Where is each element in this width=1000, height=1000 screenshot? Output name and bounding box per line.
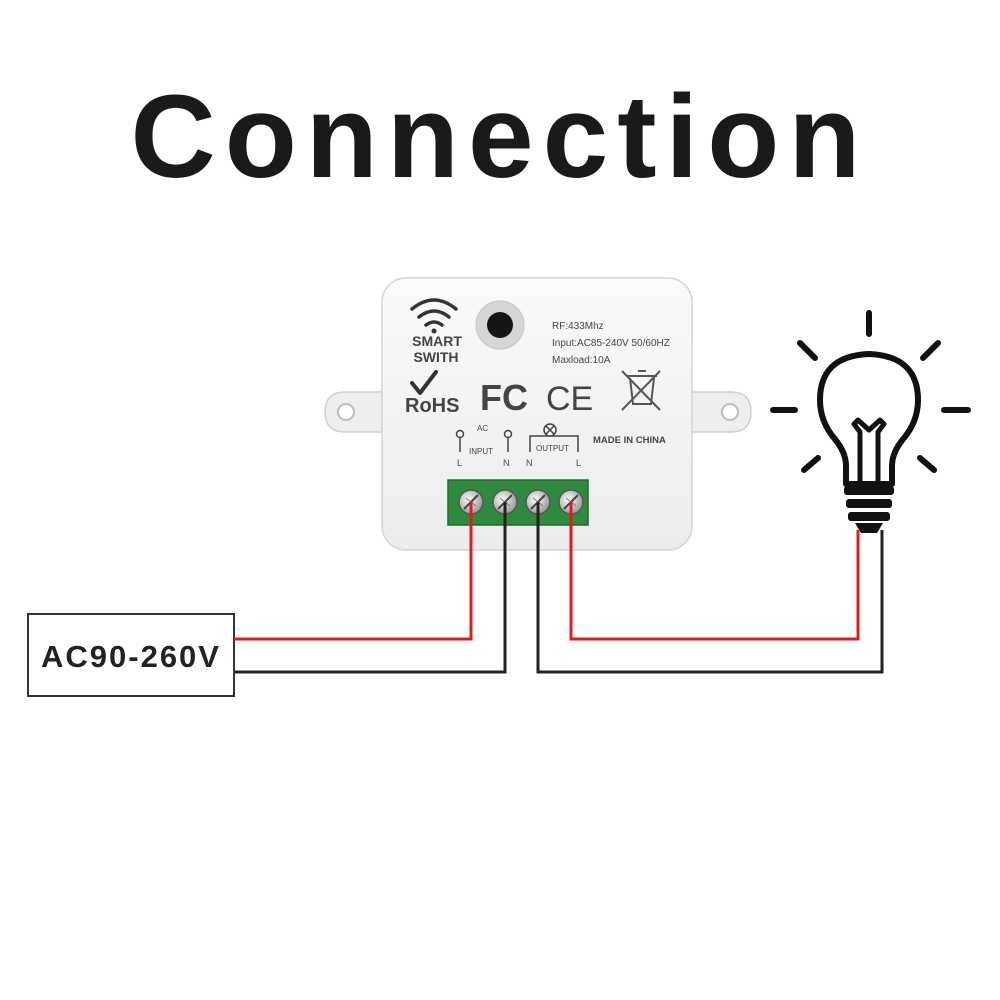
ac-label: AC [477,424,488,433]
output-l-label: L [576,458,581,468]
learn-button[interactable] [475,300,525,350]
output-label: OUTPUT [536,444,569,453]
check-icon [410,370,438,395]
wire-input-live [234,502,473,641]
mounting-ear-left [324,391,389,433]
wire-output-live [569,502,860,641]
page-title: Connection [130,71,870,203]
rohs-mark: RoHS [405,395,459,417]
input-label: INPUT [469,447,493,456]
output-n-label: N [526,458,533,468]
spec-input: Input:AC85-240V 50/60HZ [552,338,670,349]
ce-mark: CE [546,380,593,418]
origin-label: MADE IN CHINA [593,435,666,446]
wifi-icon [410,298,458,334]
wire-input-neutral [234,502,507,674]
light-bulb-icon [770,310,971,533]
input-n-label: N [503,458,510,468]
power-source-box [27,613,235,697]
input-l-label: L [457,458,462,468]
spec-rf: RF:433Mhz [552,321,604,332]
fcc-mark: FC [480,377,528,418]
input-l-terminal-symbol [455,429,465,452]
wire-output-neutral [536,502,884,674]
input-n-terminal-symbol [503,429,513,452]
mounting-ear-right [687,391,752,433]
brand-line-2: SWITH [413,349,458,365]
brand-line-1: SMART [412,333,462,349]
lamp-symbol-icon [529,423,579,452]
power-source-label: AC90-260V [41,639,221,674]
weee-bin-icon [621,370,661,411]
spec-maxload: Maxload:10A [552,355,611,366]
